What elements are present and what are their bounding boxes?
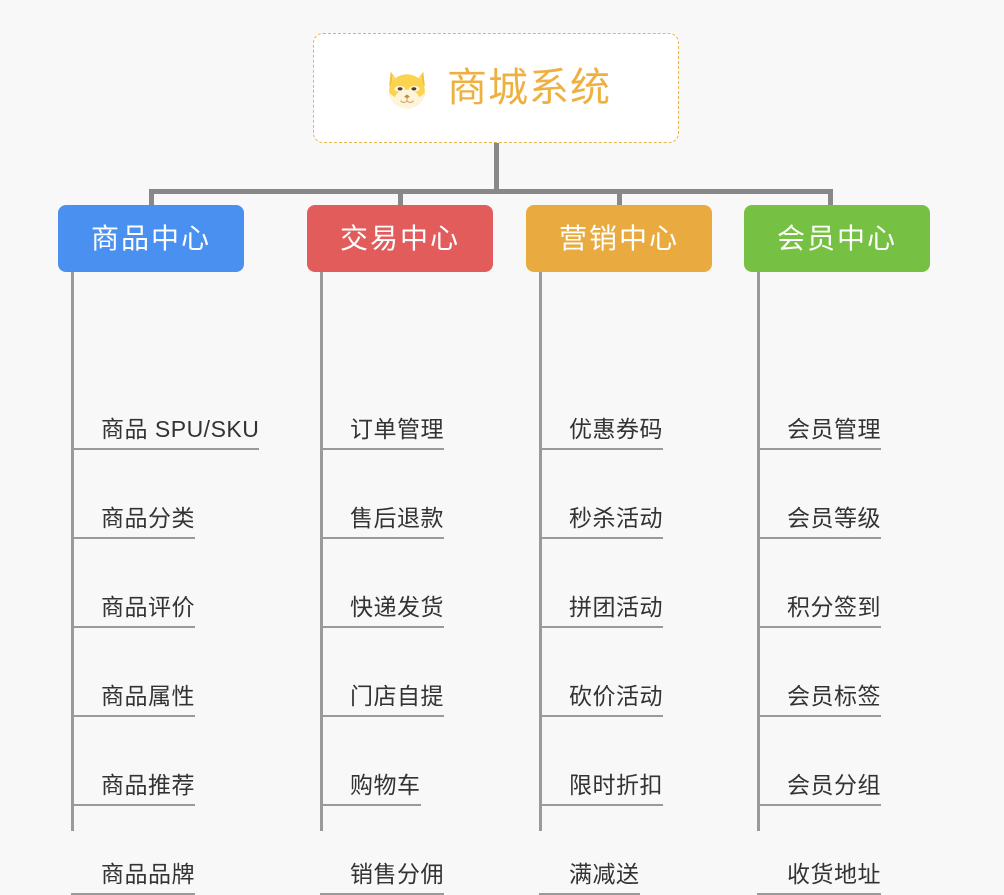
- leaf-item-label: 会员等级: [787, 504, 881, 531]
- leaf-item-label: 商品评价: [101, 593, 195, 620]
- leaf-item-label: 商品属性: [101, 682, 195, 709]
- leaf-item[interactable]: 售后退款: [320, 450, 444, 539]
- leaf-item[interactable]: 商品属性: [71, 628, 195, 717]
- leaf-item[interactable]: 会员等级: [757, 450, 881, 539]
- leaf-item[interactable]: 满减送: [539, 806, 640, 895]
- leaf-item-label: 秒杀活动: [569, 504, 663, 531]
- leaf-item-label: 收货地址: [787, 860, 881, 887]
- column-spine: [320, 272, 323, 831]
- root-node[interactable]: 商城系统: [313, 33, 679, 143]
- category-column: 交易中心订单管理售后退款快递发货门店自提购物车销售分佣: [307, 205, 493, 895]
- leaf-item-underline: 快递发货: [320, 593, 444, 628]
- leaf-item[interactable]: 收货地址: [757, 806, 881, 895]
- leaf-item[interactable]: 优惠券码: [539, 361, 663, 450]
- leaf-item-underline: 商品推荐: [71, 771, 195, 806]
- leaf-item-underline: 会员等级: [757, 504, 881, 539]
- category-header-3[interactable]: 营销中心: [526, 205, 712, 272]
- leaf-item-label: 砍价活动: [569, 682, 663, 709]
- shiba-dog-face-icon: [389, 71, 425, 109]
- category-header-label: 交易中心: [339, 222, 460, 254]
- leaf-item-underline: 积分签到: [757, 593, 881, 628]
- column-spine: [71, 272, 74, 831]
- leaf-item-label: 拼团活动: [569, 593, 663, 620]
- leaf-item-underline: 商品属性: [71, 682, 195, 717]
- leaf-item-underline: 售后退款: [320, 504, 444, 539]
- connector-root-stem: [494, 143, 499, 192]
- category-column: 营销中心优惠券码秒杀活动拼团活动砍价活动限时折扣满减送: [526, 205, 712, 895]
- leaf-item-underline: 秒杀活动: [539, 504, 663, 539]
- category-header-2[interactable]: 交易中心: [307, 205, 493, 272]
- category-header-1[interactable]: 商品中心: [58, 205, 244, 272]
- leaf-item[interactable]: 限时折扣: [539, 717, 663, 806]
- leaf-item-label: 商品品牌: [101, 860, 195, 887]
- leaf-item-label: 会员标签: [787, 682, 881, 709]
- connector-drop-2: [398, 189, 403, 209]
- leaf-item-underline: 限时折扣: [539, 771, 663, 806]
- leaf-item-underline: 商品分类: [71, 504, 195, 539]
- leaf-item-label: 订单管理: [350, 415, 444, 442]
- leaf-item-label: 商品分类: [101, 504, 195, 531]
- column-spine: [539, 272, 542, 831]
- leaf-item-underline: 商品评价: [71, 593, 195, 628]
- leaf-item[interactable]: 门店自提: [320, 628, 444, 717]
- leaf-item[interactable]: 商品评价: [71, 539, 195, 628]
- leaf-item-underline: 会员分组: [757, 771, 881, 806]
- leaf-item[interactable]: 购物车: [320, 717, 421, 806]
- category-header-label: 会员中心: [776, 222, 897, 254]
- leaf-item-underline: 会员管理: [757, 415, 881, 450]
- connector-drop-4: [828, 189, 833, 209]
- leaf-item-underline: 购物车: [320, 771, 421, 806]
- leaf-item-underline: 收货地址: [757, 860, 881, 895]
- leaf-item[interactable]: 商品分类: [71, 450, 195, 539]
- leaf-item[interactable]: 砍价活动: [539, 628, 663, 717]
- leaf-item-underline: 商品品牌: [71, 860, 195, 895]
- leaf-item[interactable]: 销售分佣: [320, 806, 444, 895]
- leaf-item-underline: 商品 SPU/SKU: [71, 415, 260, 450]
- leaf-item-underline: 优惠券码: [539, 415, 663, 450]
- category-header-4[interactable]: 会员中心: [744, 205, 930, 272]
- leaf-item-underline: 门店自提: [320, 682, 444, 717]
- root-title: 商城系统: [447, 66, 611, 110]
- mindmap-canvas: 商城系统 商品中心商品 SPU/SKU 商品分类商品评价商品属性商品推荐商品品牌 交…: [58, 33, 930, 895]
- leaf-item[interactable]: 会员管理: [757, 361, 881, 450]
- leaf-item-underline: 销售分佣: [320, 860, 444, 895]
- leaf-item-label: 售后退款: [350, 504, 444, 531]
- leaf-item-label: 会员管理: [787, 415, 881, 442]
- leaf-item-label: 快递发货: [350, 593, 444, 620]
- leaf-item-underline: 砍价活动: [539, 682, 663, 717]
- column-spine: [757, 272, 760, 831]
- connector-horizontal-bus: [149, 189, 833, 194]
- category-header-label: 商品中心: [90, 222, 211, 254]
- category-header-label: 营销中心: [558, 222, 679, 254]
- leaf-item[interactable]: 秒杀活动: [539, 450, 663, 539]
- leaf-item[interactable]: 积分签到: [757, 539, 881, 628]
- leaf-item[interactable]: 订单管理: [320, 361, 444, 450]
- category-column: 商品中心商品 SPU/SKU 商品分类商品评价商品属性商品推荐商品品牌: [58, 205, 260, 895]
- leaf-item-label: 积分签到: [787, 593, 881, 620]
- leaf-item-label: 门店自提: [350, 682, 444, 709]
- connector-drop-1: [149, 189, 154, 209]
- leaf-item-underline: 会员标签: [757, 682, 881, 717]
- leaf-item-label: 商品推荐: [101, 771, 195, 798]
- leaf-item[interactable]: 商品 SPU/SKU: [71, 361, 260, 450]
- leaf-item[interactable]: 会员分组: [757, 717, 881, 806]
- leaf-item-label: 限时折扣: [569, 771, 663, 798]
- leaf-item[interactable]: 商品推荐: [71, 717, 195, 806]
- leaf-item-label: 会员分组: [787, 771, 881, 798]
- leaf-item-underline: 拼团活动: [539, 593, 663, 628]
- leaf-item[interactable]: 会员标签: [757, 628, 881, 717]
- leaf-item-underline: 满减送: [539, 860, 640, 895]
- leaf-item-label: 商品 SPU/SKU: [101, 415, 260, 442]
- leaf-item-label: 销售分佣: [350, 860, 444, 887]
- leaf-item[interactable]: 商品品牌: [71, 806, 195, 895]
- leaf-item-label: 购物车: [350, 771, 421, 798]
- leaf-item[interactable]: 拼团活动: [539, 539, 663, 628]
- leaf-item-label: 优惠券码: [569, 415, 663, 442]
- connector-drop-3: [617, 189, 622, 209]
- category-column: 会员中心会员管理会员等级积分签到会员标签会员分组收货地址: [744, 205, 930, 895]
- leaf-item[interactable]: 快递发货: [320, 539, 444, 628]
- leaf-item-label: 满减送: [569, 860, 640, 887]
- leaf-item-underline: 订单管理: [320, 415, 444, 450]
